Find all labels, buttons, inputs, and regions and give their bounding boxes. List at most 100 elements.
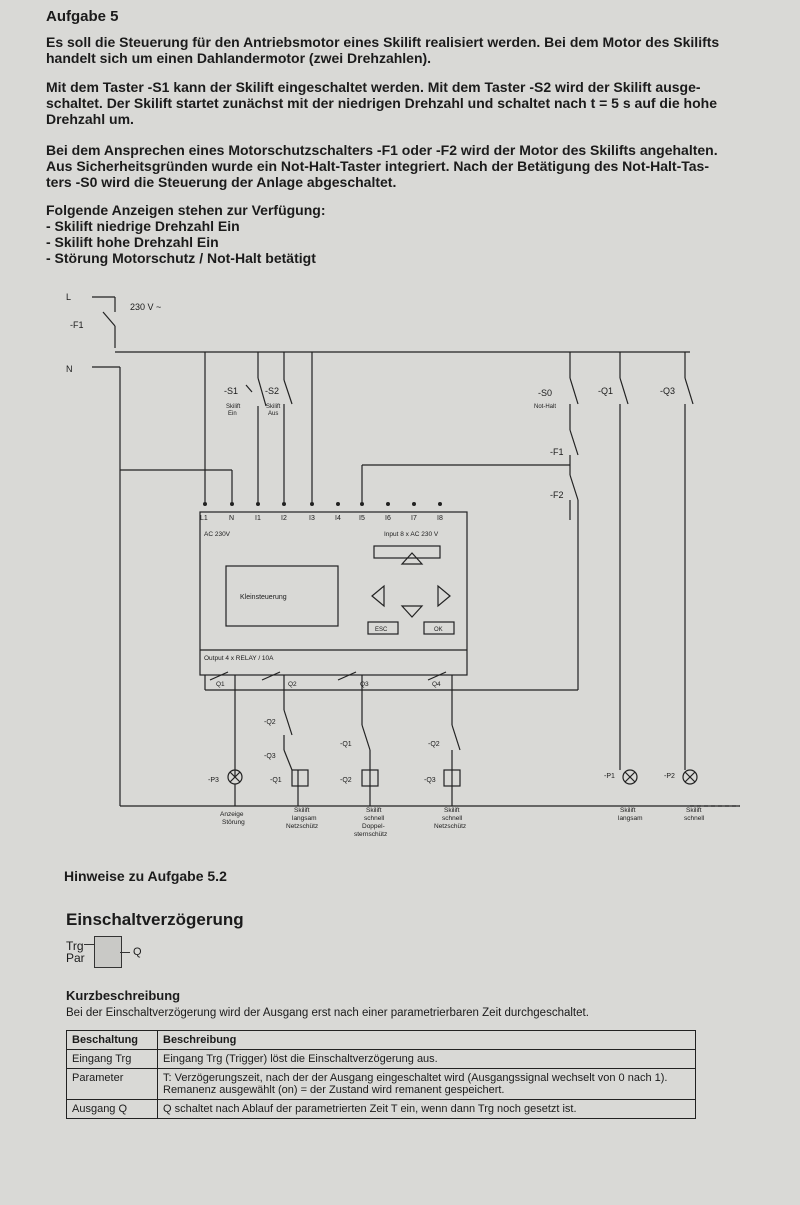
s0-label: -S0 bbox=[538, 388, 552, 398]
text-line: handelt sich um einen Dahlandermotor (zw… bbox=[46, 50, 432, 66]
table-cell: Eingang Trg (Trigger) löst die Einschalt… bbox=[157, 1049, 696, 1069]
caption-p3-2: Störung bbox=[222, 819, 245, 826]
q3-interlock-contact bbox=[283, 749, 293, 771]
input-spec-label: Input 8 x AC 230 V bbox=[384, 531, 439, 538]
table-header-cell: Beschreibung bbox=[157, 1030, 696, 1050]
terminal-i2 bbox=[282, 502, 286, 506]
lamp-label-p3: -P3 bbox=[208, 777, 219, 784]
f1-breaker-contact bbox=[102, 311, 116, 327]
ok-button bbox=[423, 621, 455, 635]
relay-contact-q4 bbox=[427, 671, 447, 681]
caption-q1-3: Netzschütz bbox=[286, 823, 318, 830]
input-label-n: N bbox=[229, 515, 234, 522]
caption-q2-1: Skilift bbox=[366, 807, 382, 814]
caption-q2-2: schnell bbox=[364, 815, 385, 822]
table-cell: T: Verzögerungszeit, nach der der Ausgan… bbox=[157, 1068, 696, 1100]
voltage-label: 230 V ~ bbox=[130, 302, 161, 312]
relay-contact-q3 bbox=[337, 671, 357, 681]
circuit-diagram: L 230 V ~ -F1 N -S1 Skilift Ein -S2 Skil… bbox=[66, 292, 740, 838]
arrow-down-icon bbox=[400, 605, 424, 618]
table-header-row: Beschaltung Beschreibung bbox=[66, 1030, 696, 1050]
esc-button bbox=[367, 621, 399, 635]
p2-lamp-icon bbox=[682, 769, 698, 785]
q3-coil bbox=[443, 769, 461, 787]
output-spec-label: Output 4 x RELAY / 10A bbox=[204, 655, 274, 662]
text-line: Mit dem Taster -S1 kann der Skilift eing… bbox=[46, 79, 701, 95]
arrow-left-icon bbox=[371, 584, 385, 608]
relay-contact-q1 bbox=[209, 671, 229, 681]
s1-text-2: Ein bbox=[228, 411, 237, 417]
caption-q1-1: Skilift bbox=[294, 807, 310, 814]
terminal-i3 bbox=[310, 502, 314, 506]
q2-coil bbox=[361, 769, 379, 787]
q2-interlock-contact-2 bbox=[451, 724, 461, 751]
input-label-i4: I4 bbox=[335, 515, 341, 522]
controller-display bbox=[225, 565, 339, 627]
input-label-i8: I8 bbox=[437, 515, 443, 522]
input-label-i1: I1 bbox=[255, 515, 261, 522]
caption-p1-2: langsam bbox=[618, 815, 643, 822]
coil-label-q2: -Q2 bbox=[340, 777, 352, 784]
input-label-i7: I7 bbox=[411, 515, 417, 522]
short-text: Bei der Einschaltverzögerung wird der Au… bbox=[66, 1007, 589, 1019]
s0-contact bbox=[569, 377, 579, 405]
q1-aux-label: -Q1 bbox=[598, 386, 613, 396]
contact-label-q2: -Q2 bbox=[264, 719, 276, 726]
s2-text-1: Skilift bbox=[266, 404, 281, 410]
table-cell: Parameter bbox=[66, 1068, 158, 1100]
text-line: ters -S0 wird die Steuerung der Anlage a… bbox=[46, 174, 397, 190]
caption-p2-1: Skilift bbox=[686, 807, 702, 814]
q-label: Q bbox=[133, 946, 142, 958]
f2-contact bbox=[569, 474, 579, 501]
trg-wire bbox=[84, 944, 94, 945]
q-wire bbox=[120, 952, 130, 953]
text-line: Es soll die Steuerung für den Antriebsmo… bbox=[46, 34, 720, 50]
list-item: - Skilift niedrige Drehzahl Ein bbox=[46, 218, 240, 234]
terminal-i1 bbox=[256, 502, 260, 506]
table-row: Parameter T: Verzögerungszeit, nach der … bbox=[66, 1068, 696, 1100]
notes-heading: Hinweise zu Aufgabe 5.2 bbox=[64, 868, 227, 884]
lamp-cross bbox=[229, 771, 241, 783]
lamp-label-p1: -P1 bbox=[604, 773, 615, 780]
s2-contact bbox=[283, 379, 293, 405]
task-paragraph-3: Bei dem Ansprechen eines Motorschutzscha… bbox=[46, 142, 718, 190]
esc-label: ESC bbox=[375, 627, 388, 633]
table-header-cell: Beschaltung bbox=[66, 1030, 158, 1050]
input-label-i2: I2 bbox=[281, 515, 287, 522]
terminal-i8 bbox=[438, 502, 442, 506]
text-line: Drehzahl um. bbox=[46, 111, 134, 127]
s1-actuator bbox=[245, 384, 253, 393]
function-block: Trg Par bbox=[66, 940, 85, 964]
ok-label: OK bbox=[434, 627, 443, 633]
caption-p3-1: Anzeige bbox=[220, 811, 244, 818]
q1-interlock-contact bbox=[361, 724, 371, 751]
input-label-i5: I5 bbox=[359, 515, 365, 522]
caption-q3-2: schnell bbox=[442, 815, 463, 822]
coil-label-q1: -Q1 bbox=[270, 777, 282, 784]
q3-aux-label: -Q3 bbox=[660, 386, 675, 396]
s0-text: Not-Halt bbox=[534, 404, 556, 410]
terminal-i4 bbox=[336, 502, 340, 506]
caption-q1-2: langsam bbox=[292, 815, 317, 822]
table-cell-line: Remanenz ausgewählt (on) = der Zustand w… bbox=[163, 1084, 505, 1096]
caption-q3-1: Skilift bbox=[444, 807, 460, 814]
p1-lamp-icon bbox=[622, 769, 638, 785]
s1-label: -S1 bbox=[224, 386, 238, 396]
text-line: Bei dem Ansprechen eines Motorschutzscha… bbox=[46, 142, 718, 158]
output-label-q1: Q1 bbox=[216, 681, 225, 688]
l-label: L bbox=[66, 292, 71, 302]
table-cell: Eingang Trg bbox=[66, 1049, 158, 1069]
arrow-up-icon bbox=[400, 552, 424, 565]
input-label-l1: L1 bbox=[200, 515, 208, 522]
output-label-q4: Q4 bbox=[432, 681, 441, 688]
table-row: Eingang Trg Eingang Trg (Trigger) löst d… bbox=[66, 1049, 696, 1069]
function-title: Einschaltverzögerung bbox=[66, 910, 244, 929]
q3-aux-contact bbox=[684, 377, 694, 405]
n-label: N bbox=[66, 364, 73, 374]
output-label-q3: Q3 bbox=[360, 681, 369, 688]
task-title: Aufgabe 5 bbox=[46, 8, 119, 25]
s1-text-1: Skilift bbox=[226, 404, 241, 410]
controller-module bbox=[199, 511, 468, 676]
f1-contact bbox=[569, 429, 579, 456]
